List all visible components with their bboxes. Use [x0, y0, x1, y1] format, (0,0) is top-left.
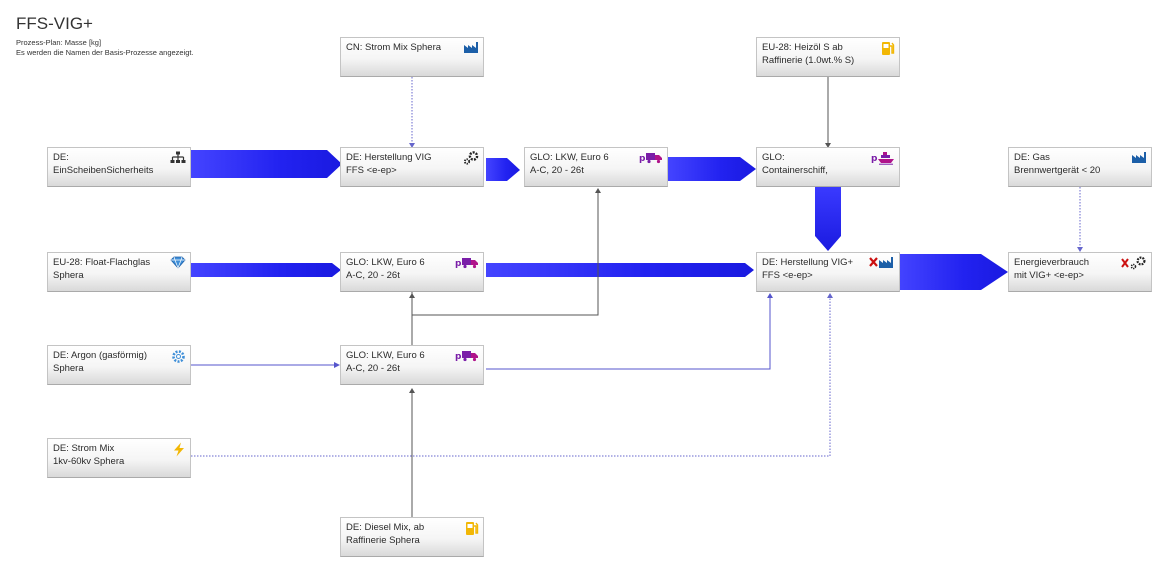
arrowhead [409, 143, 415, 148]
node-label-line1: DE: Herstellung VIG+ [762, 257, 854, 268]
diamond-icon [162, 256, 186, 270]
process-node-cn-strom-mix[interactable]: CN: Strom Mix Sphera [340, 37, 484, 77]
fuel-pump-icon [871, 41, 895, 55]
arrowhead [409, 293, 415, 298]
node-label-line1: GLO: [762, 152, 785, 163]
node-label-line2: Sphera [53, 269, 84, 281]
svg-text:p: p [871, 154, 878, 164]
truck-icon: p [455, 349, 479, 363]
node-label-line2: mit VIG+ <e-ep> [1014, 269, 1084, 281]
flow-einscheiben-to-herstellung-vig [191, 150, 342, 178]
process-node-de-herstellung-vigplus[interactable]: DE: Herstellung VIG+ FFS <e-ep> [756, 252, 900, 292]
node-label-line1: GLO: LKW, Euro 6 [346, 350, 425, 361]
process-node-de-argon[interactable]: DE: Argon (gasförmig) Sphera [47, 345, 191, 385]
x-gears-icon [1121, 256, 1147, 270]
process-node-glo-containerschiff[interactable]: GLO: Containerschiff, p [756, 147, 900, 187]
node-label-line2: FFS <e-ep> [762, 269, 813, 281]
factory-icon [455, 41, 479, 55]
gears-icon [455, 151, 479, 165]
link-strom-de-to-herstellung-vigplus [191, 296, 831, 457]
node-label-line1: EU-28: Float-Flachglas [53, 257, 151, 268]
arrowhead [767, 293, 773, 298]
node-label-line2: Raffinerie (1.0wt.% S) [762, 54, 855, 66]
node-label-line2: Sphera [53, 362, 84, 374]
flow-lkw-mid-to-herstellung-vigplus [486, 263, 754, 277]
process-node-eu-float-flachglas[interactable]: EU-28: Float-Flachglas Sphera [47, 252, 191, 292]
flow-lkw-top-to-containerschiff [668, 157, 756, 181]
process-node-eu-heizoel[interactable]: EU-28: Heizöl S ab Raffinerie (1.0wt.% S… [756, 37, 900, 77]
plan-title: FFS-VIG+ [16, 14, 93, 33]
node-label-line1: CN: Strom Mix Sphera [346, 42, 442, 53]
cog-icon [162, 349, 186, 363]
truck-icon: p [639, 151, 663, 165]
node-label-line2: A-C, 20 - 26t [530, 164, 584, 176]
arrowhead [827, 293, 833, 298]
process-node-glo-lkw-top[interactable]: GLO: LKW, Euro 6 A-C, 20 - 26t p [524, 147, 668, 187]
node-label-line1: DE: Strom Mix [53, 443, 115, 454]
node-label-line1: DE: Herstellung VIG [346, 152, 432, 163]
link-lkw-low-to-herstellung-vigplus [486, 296, 771, 370]
arrowhead [825, 143, 831, 148]
arrowhead [334, 362, 340, 368]
flow-float-to-lkw-mid [191, 263, 341, 277]
process-node-de-einscheiben[interactable]: DE: EinScheibenSicherheits [47, 147, 191, 187]
arrowhead [409, 388, 415, 393]
fuel-pump-icon [455, 521, 479, 535]
flow-herstellung-vigplus-to-energie [898, 254, 1008, 290]
flow-containerschiff-to-herstellung-vigplus [815, 187, 841, 251]
node-label-line2: Brennwertgerät < 20 [1014, 164, 1101, 176]
flow-herstellung-vig-to-lkw-top [486, 158, 520, 181]
node-label-line1: DE: [53, 152, 69, 163]
factory-x-icon [869, 256, 895, 270]
svg-text:p: p [639, 154, 646, 164]
process-node-de-diesel-mix[interactable]: DE: Diesel Mix, ab Raffinerie Sphera [340, 517, 484, 557]
plan-subtitle: Prozess-Plan: Masse [kg] [16, 38, 102, 47]
node-label-line1: GLO: LKW, Euro 6 [346, 257, 425, 268]
ship-icon: p [871, 151, 895, 165]
svg-text:p: p [455, 259, 462, 269]
node-label-line2: 1kv-60kv Sphera [53, 455, 125, 467]
arrowhead [595, 188, 601, 193]
node-label-line2: A-C, 20 - 26t [346, 362, 400, 374]
node-label-line1: Energieverbrauch [1014, 257, 1089, 268]
truck-icon: p [455, 256, 479, 270]
process-node-de-strom-mix[interactable]: DE: Strom Mix 1kv-60kv Sphera [47, 438, 191, 478]
lightning-icon [162, 442, 186, 457]
node-label-line2: Containerschiff, [762, 164, 828, 176]
process-node-glo-lkw-mid[interactable]: GLO: LKW, Euro 6 A-C, 20 - 26t p [340, 252, 484, 292]
plan-note: Es werden die Namen der Basis-Prozesse a… [16, 48, 194, 57]
factory-icon [1123, 151, 1147, 165]
node-label-line1: GLO: LKW, Euro 6 [530, 152, 609, 163]
node-label-line1: EU-28: Heizöl S ab [762, 42, 843, 53]
svg-text:p: p [455, 352, 462, 362]
hierarchy-icon [162, 151, 186, 165]
node-label-line2: Raffinerie Sphera [346, 534, 420, 546]
process-node-de-herstellung-vig[interactable]: DE: Herstellung VIG FFS <e-ep> [340, 147, 484, 187]
process-node-de-gas[interactable]: DE: Gas Brennwertgerät < 20 [1008, 147, 1152, 187]
process-node-glo-lkw-low[interactable]: GLO: LKW, Euro 6 A-C, 20 - 26t p [340, 345, 484, 385]
node-label-line1: DE: Argon (gasförmig) [53, 350, 147, 361]
node-label-line1: DE: Diesel Mix, ab [346, 522, 425, 533]
node-label-line2: A-C, 20 - 26t [346, 269, 400, 281]
process-node-energieverbrauch[interactable]: Energieverbrauch mit VIG+ <e-ep> [1008, 252, 1152, 292]
node-label-line1: DE: Gas [1014, 152, 1050, 163]
node-label-line2: FFS <e-ep> [346, 164, 397, 176]
node-label-line2: EinScheibenSicherheits [53, 164, 154, 176]
arrowhead [1077, 247, 1083, 252]
